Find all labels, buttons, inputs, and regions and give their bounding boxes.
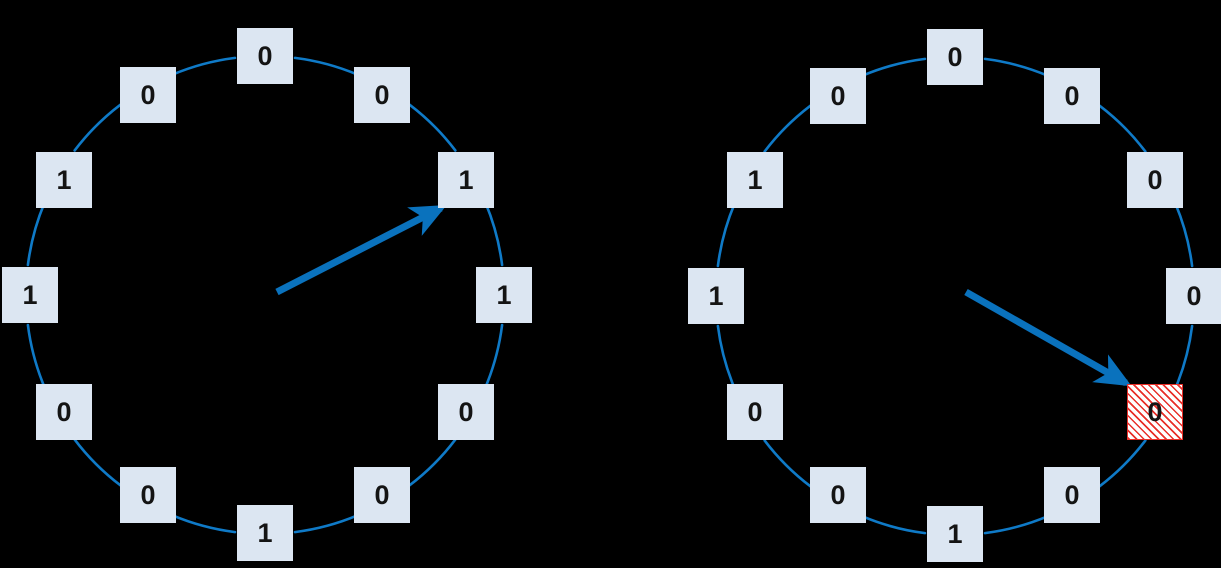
ring-node-value: 0 xyxy=(140,79,156,110)
ring-node[interactable]: 0 xyxy=(810,467,866,523)
ring-node[interactable]: 0 xyxy=(1127,152,1183,208)
ring-arc xyxy=(763,439,812,488)
ring-arc xyxy=(484,323,504,389)
ring-arc xyxy=(983,57,1049,77)
ring-arc xyxy=(484,201,504,267)
ring-node[interactable]: 0 xyxy=(120,67,176,123)
ring-node[interactable]: 1 xyxy=(727,152,783,208)
ring-node[interactable]: 0 xyxy=(36,384,92,440)
ring-arc xyxy=(26,201,46,267)
ring-node[interactable]: 0 xyxy=(237,28,293,84)
ring-node-value: 1 xyxy=(708,280,724,311)
ring-node-value: 0 xyxy=(1186,280,1202,311)
ring-node-value: 1 xyxy=(257,517,273,548)
ring-arc xyxy=(293,514,359,534)
ring-node-value: 1 xyxy=(496,279,512,310)
ring-arc xyxy=(1174,202,1194,268)
ring-node-value: 0 xyxy=(1064,80,1080,111)
ring-node-value: 1 xyxy=(947,518,963,549)
ring-node[interactable]: 0 xyxy=(1044,68,1100,124)
ring-node[interactable]: 0 xyxy=(727,384,783,440)
ring-arc xyxy=(983,515,1049,535)
ring-node-value: 0 xyxy=(140,479,156,510)
pointer-arrow xyxy=(964,288,1132,387)
ring-node[interactable]: 0 xyxy=(354,467,410,523)
ring-node[interactable]: 0 xyxy=(354,67,410,123)
ring-node-value: 0 xyxy=(947,41,963,72)
ring-node-value: 0 xyxy=(830,80,846,111)
ring-arc xyxy=(716,202,736,268)
ring-node-value: 0 xyxy=(374,79,390,110)
ring-arc xyxy=(1098,439,1147,488)
ring-arc xyxy=(408,438,457,487)
ring-node-highlighted[interactable]: 0 xyxy=(1127,384,1183,440)
ring-node[interactable]: 1 xyxy=(2,267,58,323)
ring-arc xyxy=(1098,104,1147,153)
ring-node[interactable]: 1 xyxy=(438,152,494,208)
ring-node[interactable]: 1 xyxy=(688,268,744,324)
ring-node-value: 0 xyxy=(1147,396,1163,427)
ring-node-value: 0 xyxy=(1064,479,1080,510)
ring-node-value: 1 xyxy=(22,279,38,310)
ring-arc xyxy=(26,323,46,389)
ring-arc xyxy=(716,324,736,390)
pointer-arrow xyxy=(275,204,447,296)
ring-arc xyxy=(171,56,237,76)
ring-arc xyxy=(861,515,927,535)
ring-arc xyxy=(763,104,812,153)
ring-node[interactable]: 0 xyxy=(438,384,494,440)
ring-node-value: 0 xyxy=(747,396,763,427)
ring-node-value: 0 xyxy=(1147,164,1163,195)
ring-arc xyxy=(861,57,927,77)
ring-arc xyxy=(73,438,122,487)
ring-node-value: 0 xyxy=(56,396,72,427)
ring-node-value: 0 xyxy=(257,40,273,71)
ring-node[interactable]: 1 xyxy=(237,505,293,561)
ring-node[interactable]: 1 xyxy=(36,152,92,208)
ring-node-value: 1 xyxy=(458,164,474,195)
ring-node[interactable]: 0 xyxy=(1044,467,1100,523)
ring-arc xyxy=(73,103,122,152)
ring-node-value: 0 xyxy=(458,396,474,427)
ring-node[interactable]: 0 xyxy=(927,29,983,85)
ring-node-value: 0 xyxy=(830,479,846,510)
ring-arc xyxy=(171,514,237,534)
ring-node-value: 1 xyxy=(56,164,72,195)
ring-node[interactable]: 0 xyxy=(120,467,176,523)
ring-node-value: 1 xyxy=(747,164,763,195)
ring-node[interactable]: 0 xyxy=(810,68,866,124)
ring-node-value: 0 xyxy=(374,479,390,510)
ring-arc xyxy=(293,56,359,76)
ring-node[interactable]: 1 xyxy=(476,267,532,323)
ring-node[interactable]: 0 xyxy=(1166,268,1221,324)
ring-node[interactable]: 1 xyxy=(927,506,983,562)
ring-arc xyxy=(1174,324,1194,390)
ring-arc xyxy=(408,103,457,152)
